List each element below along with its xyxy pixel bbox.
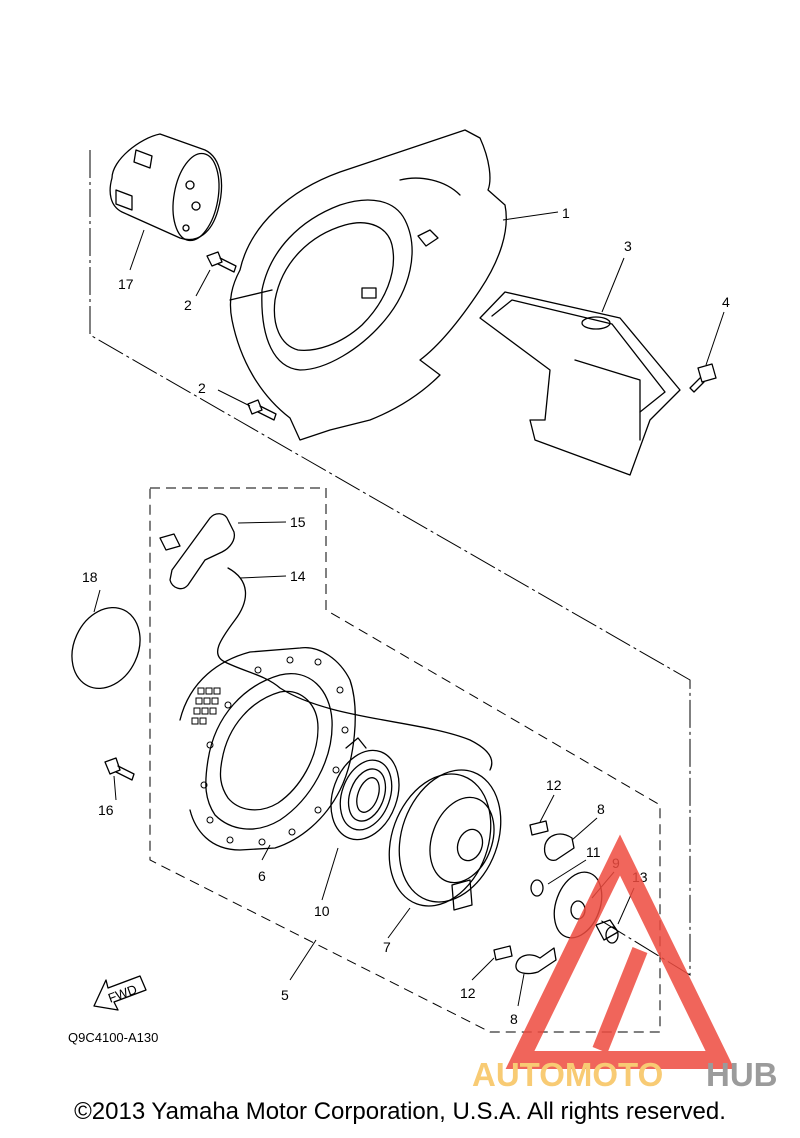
callout-7: 7 (383, 939, 391, 955)
part-17-cup (109, 133, 223, 242)
part-3-duct (479, 291, 681, 476)
callout-8-lower: 8 (510, 1011, 518, 1027)
callout-2-lower: 2 (198, 380, 206, 396)
part-14-rope (216, 567, 493, 771)
fwd-label: FWD (106, 981, 139, 1005)
part-13-bolt (595, 919, 619, 944)
part-12-spring-lower (493, 945, 513, 961)
part-11-washer (530, 879, 544, 897)
watermark: AUTOMOTO HUB (472, 834, 778, 1093)
part-8-pawl-upper (543, 833, 575, 861)
fwd-arrow-icon: FWD (93, 975, 147, 1011)
callout-15: 15 (290, 514, 306, 530)
callout-14: 14 (290, 568, 306, 584)
callout-12-upper: 12 (546, 777, 562, 793)
assembly-boundary (89, 150, 691, 1033)
part-7-pulley (388, 769, 502, 911)
part-2-bolt-upper (206, 251, 237, 273)
part-12-spring-upper (529, 820, 549, 836)
part-1-cover (229, 129, 507, 441)
part-8-pawl-lower (515, 947, 557, 975)
part-10-spring (330, 737, 400, 841)
callout-4: 4 (722, 294, 730, 310)
callout-17: 17 (118, 276, 134, 292)
callout-labels: 1 2 2 3 4 5 6 7 8 8 9 10 11 12 12 13 14 … (82, 205, 730, 1027)
part-18-gasket (71, 606, 141, 690)
part-4-bolt (689, 363, 717, 393)
callout-5: 5 (281, 987, 289, 1003)
callout-11: 11 (586, 844, 601, 860)
callout-8-upper: 8 (597, 801, 605, 817)
callout-18: 18 (82, 569, 98, 585)
part-2-bolt-lower (247, 399, 277, 421)
diagram-code: Q9C4100-A130 (68, 1030, 158, 1045)
callout-16: 16 (98, 802, 114, 818)
watermark-text-part2: HUB (706, 1056, 778, 1093)
callout-10: 10 (314, 903, 330, 919)
watermark-logo-icon (505, 834, 735, 1069)
watermark-logo-inner-icon (592, 947, 648, 1053)
part-15-handle (159, 513, 236, 590)
part-16-bolt (104, 757, 135, 781)
callout-3: 3 (624, 238, 632, 254)
copyright-notice: ©2013 Yamaha Motor Corporation, U.S.A. A… (74, 1098, 726, 1125)
part-6-housing (179, 646, 356, 851)
callout-12-lower: 12 (460, 985, 476, 1001)
callout-1: 1 (562, 205, 570, 221)
watermark-text-part1: AUTOMOTO (472, 1056, 663, 1093)
callout-6: 6 (258, 868, 266, 884)
callout-2-upper: 2 (184, 297, 192, 313)
